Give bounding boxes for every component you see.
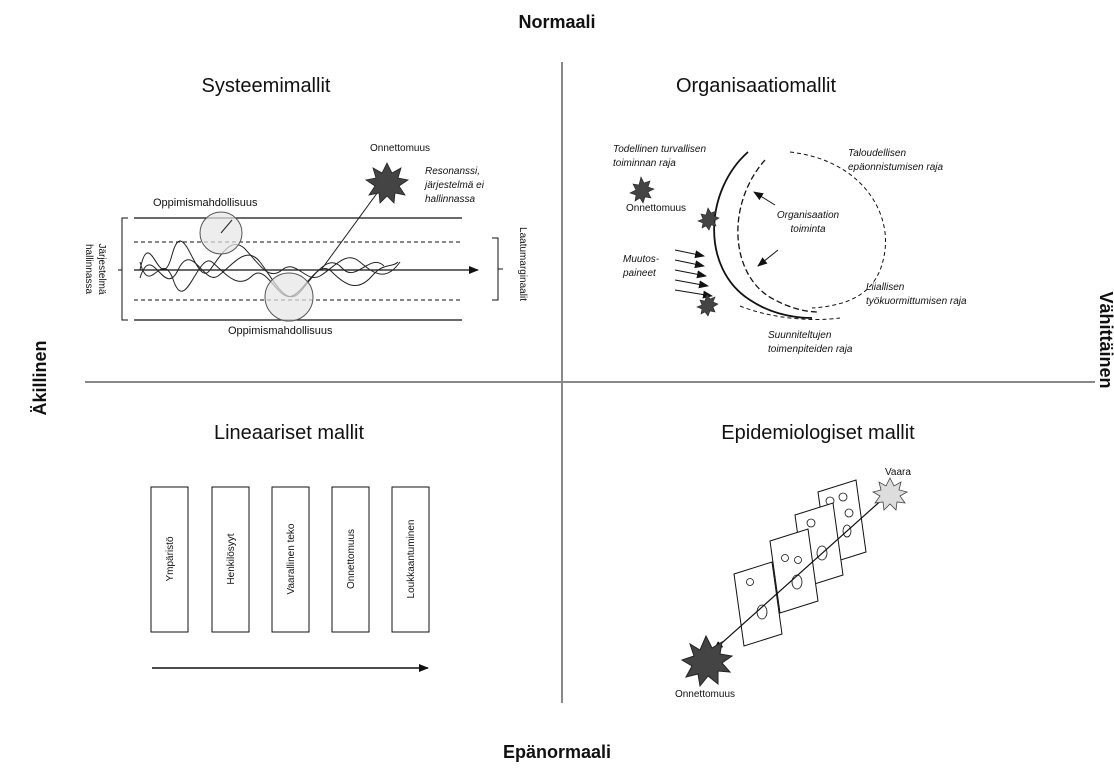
systemic-accident-label: Onnettomuus <box>370 143 430 154</box>
hazard-burst-icon <box>871 477 909 511</box>
domino-label-2: Henkilösyyt <box>226 533 237 584</box>
quadrant-title-epidemiological: Epidemiologiset mallit <box>721 422 915 444</box>
axis-label-right: Vähittäinen <box>1096 291 1114 388</box>
domino-label-1: Ympäristö <box>165 536 176 581</box>
axis-label-left: Äkillinen <box>30 340 50 415</box>
workload-boundary-label-1: Liiallisen <box>866 282 905 293</box>
quadrant-title-linear: Lineaariset mallit <box>214 422 365 444</box>
axis-label-top: Normaali <box>518 12 595 32</box>
domino-box-4 <box>331 486 370 633</box>
control-label-2: hallinnassa <box>83 244 94 294</box>
quadrant-epidemiological: Epidemiologiset mallit <box>675 422 915 700</box>
domino-box-1 <box>150 486 189 633</box>
accident-burst-icon-small <box>697 207 720 231</box>
org-activity-label-2: toiminta <box>790 224 825 235</box>
planned-boundary-label-2: toimenpiteiden raja <box>768 344 853 355</box>
learning-opportunity-circle-bottom <box>264 272 314 322</box>
accident-burst-icon <box>364 162 410 204</box>
org-accident-label: Onnettomuus <box>626 203 686 214</box>
quadrant-title-organisational: Organisaatiomallit <box>676 75 837 97</box>
real-safety-boundary <box>713 151 813 319</box>
domino-box-5 <box>391 486 430 633</box>
axis-label-bottom: Epänormaali <box>503 742 611 762</box>
quadrant-linear: Lineaariset mallit Ympäristö Henkilösyyt… <box>150 422 430 672</box>
planned-boundary-label-1: Suunniteltujen <box>768 330 832 341</box>
swiss-cheese-slice-1 <box>733 561 783 647</box>
domino-box-3 <box>271 486 310 633</box>
quality-margin-label: Laatumarginaalit <box>517 227 528 301</box>
real-boundary-label-1: Todellinen turvallisen <box>613 144 706 155</box>
resonance-label-2: järjestelmä ei <box>423 180 485 191</box>
workload-boundary-label-2: työkuormittumisen raja <box>866 296 967 307</box>
org-activity-label-1: Organisaation <box>777 210 840 221</box>
real-boundary-label-2: toiminnan raja <box>613 158 676 169</box>
resonance-label-1: Resonanssi, <box>425 166 480 177</box>
hazard-label: Vaara <box>885 467 911 478</box>
accident-burst-icon-small <box>629 176 655 204</box>
learning-label-bottom: Oppimismahdollisuus <box>228 325 333 337</box>
quadrant-title-systemic: Systeemimallit <box>202 75 331 97</box>
domino-box-2 <box>211 486 250 633</box>
accident-burst-icon-small <box>696 293 719 317</box>
economic-boundary-label-2: epäonnistumisen raja <box>848 162 943 173</box>
quadrant-organisational: Organisaatiomallit Todellinen turvallise… <box>613 75 967 355</box>
quadrant-systemic: Systeemimallit Onnettomuus Resonanssi, j… <box>83 75 528 337</box>
domino-label-4: Onnettomuus <box>346 529 357 589</box>
change-pressure-label-1: Muutos- <box>623 254 660 265</box>
domino-label-5: Loukkaantuminen <box>406 520 417 599</box>
resonance-label-3: hallinnassa <box>425 194 475 205</box>
domino-label-3: Vaarallinen teko <box>286 523 297 594</box>
accident-burst-icon-large <box>680 634 734 688</box>
change-pressure-label-2: paineet <box>622 268 657 279</box>
learning-label-top: Oppimismahdollisuus <box>153 197 258 209</box>
epi-accident-label: Onnettomuus <box>675 689 735 700</box>
economic-boundary-label-1: Taloudellisen <box>848 148 906 159</box>
swiss-cheese-slice-2 <box>769 528 819 614</box>
hazard-trajectory <box>713 496 886 651</box>
control-label-1: Järjestelmä <box>96 243 107 295</box>
